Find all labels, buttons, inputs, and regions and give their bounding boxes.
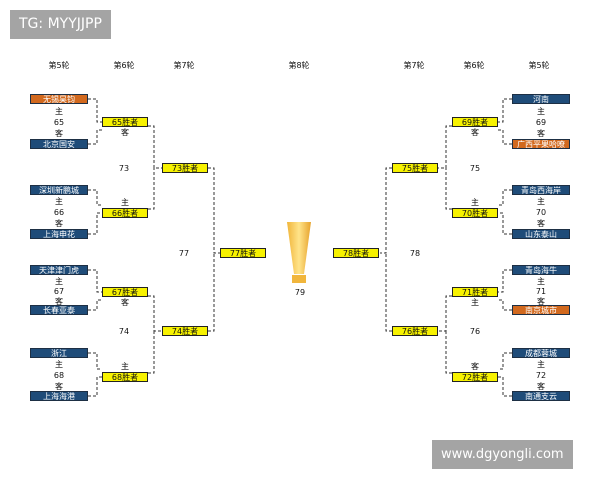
game-number: 76 <box>469 327 481 336</box>
team-box: 长春亚泰 <box>30 305 88 315</box>
winner-box: 76胜者 <box>392 326 438 336</box>
away-label: 客 <box>537 129 545 138</box>
header-right-r6: 第6轮 <box>463 61 485 70</box>
home-label: 主 <box>55 360 63 369</box>
away-label: 客 <box>121 298 129 307</box>
team-box: 无锡昊钧 <box>30 94 88 104</box>
watermark-bottom-right: www.dgyongli.com <box>432 440 573 469</box>
trophy-icon <box>287 222 311 283</box>
away-label: 客 <box>537 219 545 228</box>
winner-box: 69胜者 <box>452 117 498 127</box>
away-label: 客 <box>537 297 545 306</box>
team-box: 北京国安 <box>30 139 88 149</box>
team-box: 南京城市 <box>512 305 570 315</box>
winner-box: 73胜者 <box>162 163 208 173</box>
watermark-top-left: TG: MYYJJPP <box>10 10 111 39</box>
team-box: 深圳新鹏城 <box>30 185 88 195</box>
home-label: 主 <box>121 198 129 207</box>
winner-box: 66胜者 <box>102 208 148 218</box>
away-label: 客 <box>121 128 129 137</box>
away-label: 客 <box>471 362 479 371</box>
home-label: 主 <box>121 362 129 371</box>
header-left-r6: 第6轮 <box>113 61 135 70</box>
winner-box: 71胜者 <box>452 287 498 297</box>
team-box: 浙江 <box>30 348 88 358</box>
header-r8: 第8轮 <box>288 61 310 70</box>
header-right-r5: 第5轮 <box>528 61 550 70</box>
home-label: 主 <box>537 107 545 116</box>
home-label: 主 <box>537 197 545 206</box>
game-number: 68 <box>53 371 65 380</box>
header-left-r5: 第5轮 <box>48 61 70 70</box>
winner-box: 74胜者 <box>162 326 208 336</box>
winner-box: 70胜者 <box>452 208 498 218</box>
away-label: 客 <box>55 129 63 138</box>
final-game-number: 79 <box>294 288 306 297</box>
winner-box: 67胜者 <box>102 287 148 297</box>
game-number: 77 <box>178 249 190 258</box>
home-label: 主 <box>55 107 63 116</box>
home-label: 主 <box>55 277 63 286</box>
winner-box: 77胜者 <box>220 248 266 258</box>
winner-box: 72胜者 <box>452 372 498 382</box>
away-label: 客 <box>471 128 479 137</box>
team-box: 上海申花 <box>30 229 88 239</box>
game-number: 66 <box>53 208 65 217</box>
team-box: 天津津门虎 <box>30 265 88 275</box>
header-right-r7: 第7轮 <box>403 61 425 70</box>
game-number: 74 <box>118 327 130 336</box>
away-label: 客 <box>55 219 63 228</box>
team-box: 成都蓉城 <box>512 348 570 358</box>
game-number: 72 <box>535 371 547 380</box>
away-label: 客 <box>55 297 63 306</box>
header-left-r7: 第7轮 <box>173 61 195 70</box>
game-number: 65 <box>53 118 65 127</box>
game-number: 67 <box>53 287 65 296</box>
team-box: 青岛海牛 <box>512 265 570 275</box>
home-label: 主 <box>537 360 545 369</box>
home-label: 主 <box>55 197 63 206</box>
team-box: 南通支云 <box>512 391 570 401</box>
team-box: 青岛西海岸 <box>512 185 570 195</box>
winner-box: 65胜者 <box>102 117 148 127</box>
game-number: 78 <box>409 249 421 258</box>
away-label: 客 <box>537 382 545 391</box>
winner-box: 78胜者 <box>333 248 379 258</box>
home-label: 主 <box>471 198 479 207</box>
game-number: 71 <box>535 287 547 296</box>
home-label: 主 <box>537 277 545 286</box>
home-label: 主 <box>471 298 479 307</box>
team-box: 山东泰山 <box>512 229 570 239</box>
game-number: 75 <box>469 164 481 173</box>
team-box: 河南 <box>512 94 570 104</box>
winner-box: 68胜者 <box>102 372 148 382</box>
game-number: 70 <box>535 208 547 217</box>
game-number: 69 <box>535 118 547 127</box>
winner-box: 75胜者 <box>392 163 438 173</box>
away-label: 客 <box>55 382 63 391</box>
team-box: 上海海港 <box>30 391 88 401</box>
team-box: 广西平果哈嘹 <box>512 139 570 149</box>
game-number: 73 <box>118 164 130 173</box>
